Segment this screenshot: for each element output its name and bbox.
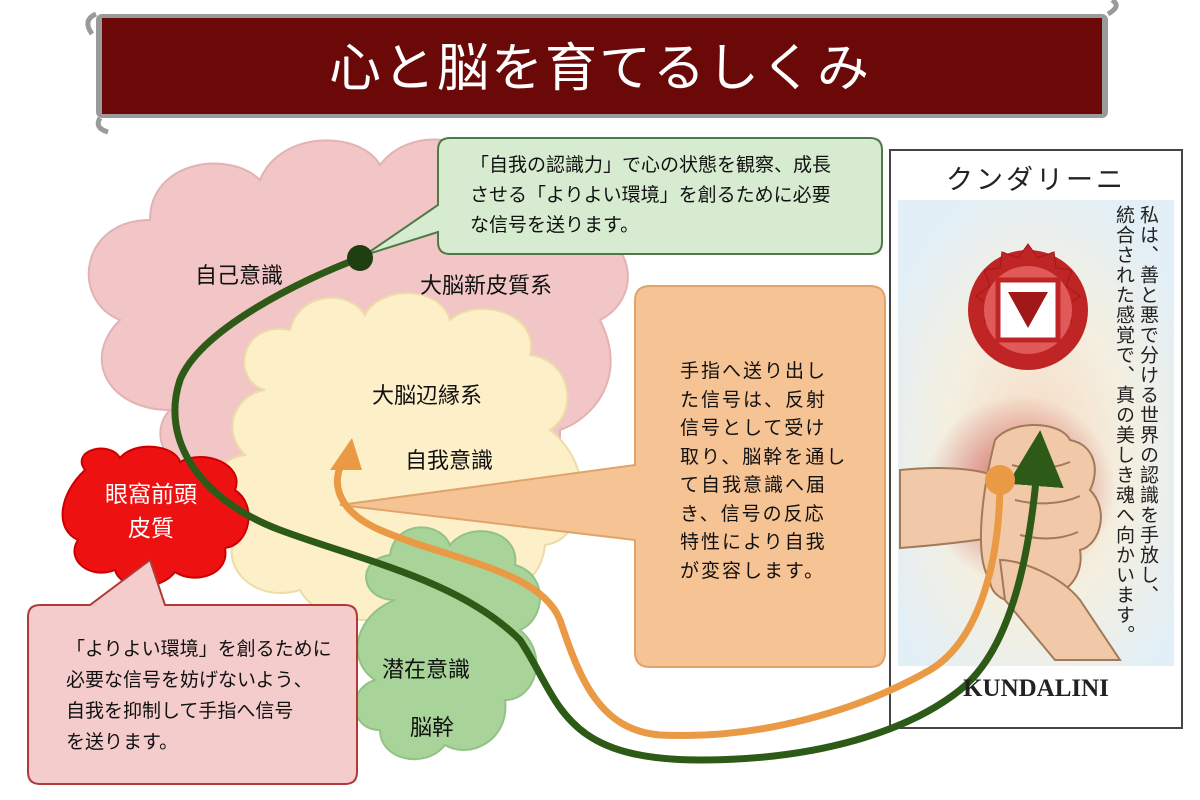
label-subconscious: 潜在意識 xyxy=(382,658,471,683)
orange-bubble-text: 手指へ送り出し た信号は、反射 信号として受け 取り、脳幹を通し て自我意識へ届… xyxy=(680,357,860,585)
label-brainstem: 脳幹 xyxy=(410,716,455,741)
bubble-line: 「よりよい環境」を創るために xyxy=(66,638,332,660)
bubble-line: 自我を抑制して手指へ信号 xyxy=(66,700,294,722)
bubble-line: 特性により自我 xyxy=(680,531,827,553)
label-ego-consciousness: 自我意識 xyxy=(405,449,494,474)
bubble-line: な信号を送ります。 xyxy=(470,214,640,236)
bubble-line: 手指へ送り出し xyxy=(680,360,828,382)
pink-bubble-text: 「よりよい環境」を創るために 必要な信号を妨げないよう、 自我を抑制して手指へ信… xyxy=(66,634,351,758)
bubble-line: が変容します。 xyxy=(680,559,826,582)
bubble-line: を送ります。 xyxy=(66,731,179,753)
label-self-consciousness: 自己意識 xyxy=(195,264,284,289)
bubble-line: き、信号の反応 xyxy=(680,502,826,525)
bubble-line: 信号として受け xyxy=(680,417,827,439)
pink-bubble xyxy=(27,558,358,785)
bubble-line: 取り、脳幹を通し xyxy=(680,445,848,468)
orange-arrowhead xyxy=(330,438,362,470)
orange-signal-path xyxy=(334,454,1004,740)
title-banner xyxy=(85,0,1119,135)
page-title: 心と脳を育てるしくみ xyxy=(328,38,872,99)
bubble-line: て自我意識へ届 xyxy=(680,474,828,496)
bubble-line: させる「よりよい環境」を創るために必要 xyxy=(470,184,831,206)
green-start-dot xyxy=(347,245,373,271)
bubble-line: 「自我の認識力」で心の状態を観察、成長 xyxy=(470,154,832,176)
orange-bubble xyxy=(339,285,886,668)
kundalini-card xyxy=(889,149,1183,729)
top-green-bubble-text: 「自我の認識力」で心の状態を観察、成長 させる「よりよい環境」を創るために必要 … xyxy=(470,150,870,240)
card-vertical-line: 統合された感覚で、真の美しき魂へ向かいます。 xyxy=(1113,205,1135,645)
orange-start-dot xyxy=(985,465,1015,495)
card-title: クンダリーニ xyxy=(946,165,1126,196)
bubble-line: た信号は、反射 xyxy=(680,388,828,411)
root-chakra-icon xyxy=(968,243,1088,370)
label-limbic: 大脳辺縁系 xyxy=(372,384,483,409)
label-orbitofrontal: 眼窩前頭皮質 xyxy=(105,482,197,542)
card-vertical-text: 私は、善と悪で分ける世界の認識を手放し、 統合された感覚で、真の美しき魂へ向かい… xyxy=(1112,205,1160,645)
top-green-bubble xyxy=(364,137,883,256)
label-neocortex: 大脳新皮質系 xyxy=(420,274,553,299)
bubble-line: 必要な信号を妨げないよう、 xyxy=(66,669,313,691)
card-vertical-line: 私は、善と悪で分ける世界の認識を手放し、 xyxy=(1137,205,1159,605)
green-signal-path xyxy=(171,254,1064,764)
card-footer: KUNDALINI xyxy=(963,675,1109,702)
